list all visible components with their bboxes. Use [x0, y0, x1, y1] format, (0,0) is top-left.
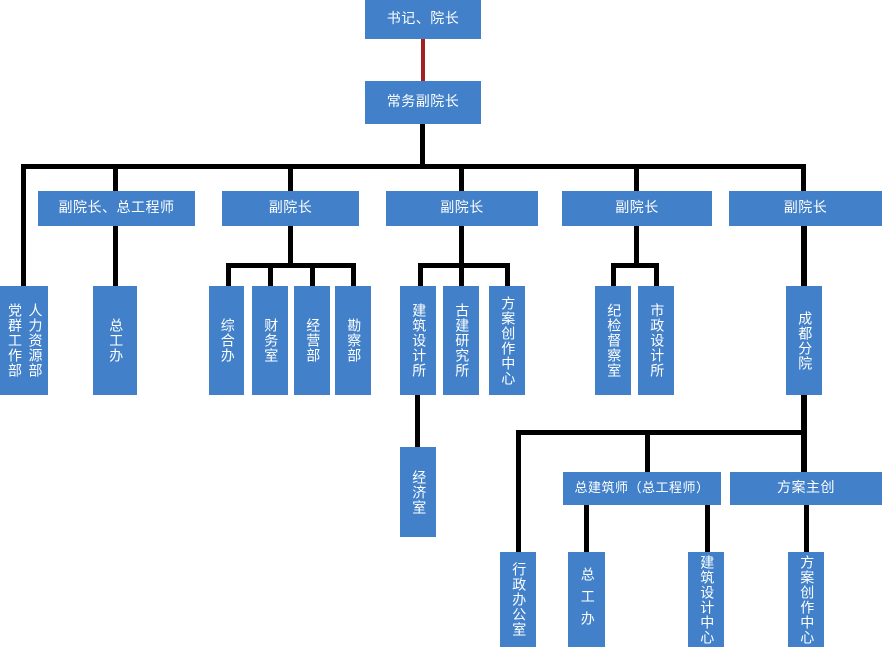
- connector-chengdu-bus: [516, 430, 807, 435]
- node-cd-chief-engineer-office-label: 总工办: [578, 566, 595, 633]
- node-cd-scheme-creation-center[interactable]: 方案创作中心: [788, 552, 824, 647]
- node-hr-and-party-dept[interactable]: 人力资源部 党群工作部: [0, 286, 48, 395]
- connector-vp3-stem: [459, 226, 464, 266]
- node-scheme-lead[interactable]: 方案主创: [730, 472, 882, 505]
- node-vice-dean-3[interactable]: 副院长: [386, 191, 538, 226]
- node-chief-engineer-office[interactable]: 总工办: [93, 286, 137, 395]
- connector-chief-architect-c2: [705, 505, 710, 552]
- connector-vp3-c1: [418, 263, 423, 286]
- connector-vp1-to-chief-engineer-office: [113, 226, 118, 286]
- node-executive-vice-dean[interactable]: 常务副院长: [365, 81, 481, 124]
- node-cd-chief-engineer-office[interactable]: 总工办: [568, 552, 605, 647]
- node-cd-architecture-design-center[interactable]: 建筑设计中心: [688, 552, 724, 647]
- node-operation-dept[interactable]: 经营部: [294, 286, 330, 395]
- connector-vp2-bus: [226, 263, 356, 268]
- connector-chengdu-c2: [645, 430, 650, 472]
- connector-bus-to-vp3: [459, 164, 464, 191]
- node-ancient-architecture-institute[interactable]: 古建研究所: [443, 286, 479, 395]
- node-municipal-design-institute[interactable]: 市政设计所: [638, 286, 674, 395]
- connector-adi-to-economics: [415, 395, 420, 447]
- connector-bus-to-hr: [21, 164, 26, 286]
- connector-vp3-bus: [418, 263, 510, 268]
- connector-bus-to-vp2: [288, 164, 293, 191]
- connector-vp2-stem: [288, 226, 293, 266]
- connector-vp4-c1: [611, 263, 616, 286]
- connector-chengdu-c3: [801, 430, 807, 472]
- connector-vp2-c3: [310, 263, 315, 286]
- node-finance-office[interactable]: 财务室: [252, 286, 288, 395]
- connector-chief-architect-c1: [584, 505, 589, 552]
- connector-vp3-c2: [459, 263, 464, 286]
- node-chengdu-branch[interactable]: 成都分院: [786, 286, 822, 395]
- node-secretary-dean[interactable]: 书记、院长: [365, 0, 481, 39]
- connector-vp4-c2: [654, 263, 659, 286]
- node-scheme-creation-center[interactable]: 方案创作中心: [489, 286, 525, 395]
- node-vice-dean-5[interactable]: 副院长: [729, 191, 882, 226]
- connector-bus-to-vp5: [801, 164, 806, 191]
- connector-vp3-c3: [505, 263, 510, 286]
- connector-chengdu-c1: [516, 430, 521, 552]
- node-vice-dean-4[interactable]: 副院长: [562, 191, 712, 226]
- node-economics-office[interactable]: 经济室: [400, 447, 436, 537]
- node-chief-architect[interactable]: 总建筑师（总工程师）: [563, 472, 721, 505]
- connector-vp4-stem: [634, 226, 639, 266]
- node-survey-dept[interactable]: 勘察部: [335, 286, 371, 395]
- node-admin-office[interactable]: 行政办公室: [500, 552, 536, 647]
- connector-vp2-c1: [226, 263, 231, 286]
- connector-chengdu-stem: [801, 395, 807, 435]
- node-architecture-design-institute[interactable]: 建筑设计所: [400, 286, 436, 395]
- connector-bus-to-vp4: [634, 164, 639, 191]
- connector-vp5-to-chengdu: [801, 226, 807, 286]
- connector-bus-to-vp1: [113, 164, 118, 191]
- connector-vp2-c2: [268, 263, 273, 286]
- node-general-office[interactable]: 综合办: [209, 286, 244, 395]
- connector-secretary-to-exec: [421, 38, 425, 81]
- node-vice-dean-chief-engineer[interactable]: 副院长、总工程师: [38, 191, 195, 226]
- node-vice-dean-2[interactable]: 副院长: [222, 191, 359, 226]
- connector-scheme-lead-c1: [804, 505, 809, 552]
- node-party-mass-dept-label: 党群工作部: [6, 303, 22, 378]
- connector-vp4-bus: [611, 263, 659, 268]
- connector-exec-to-bus: [420, 124, 425, 167]
- connector-vp2-c4: [351, 263, 356, 286]
- node-discipline-inspection-office[interactable]: 纪检督察室: [595, 286, 631, 395]
- main-horizontal-bus: [21, 164, 806, 169]
- node-hr-dept-label: 人力资源部: [26, 303, 43, 378]
